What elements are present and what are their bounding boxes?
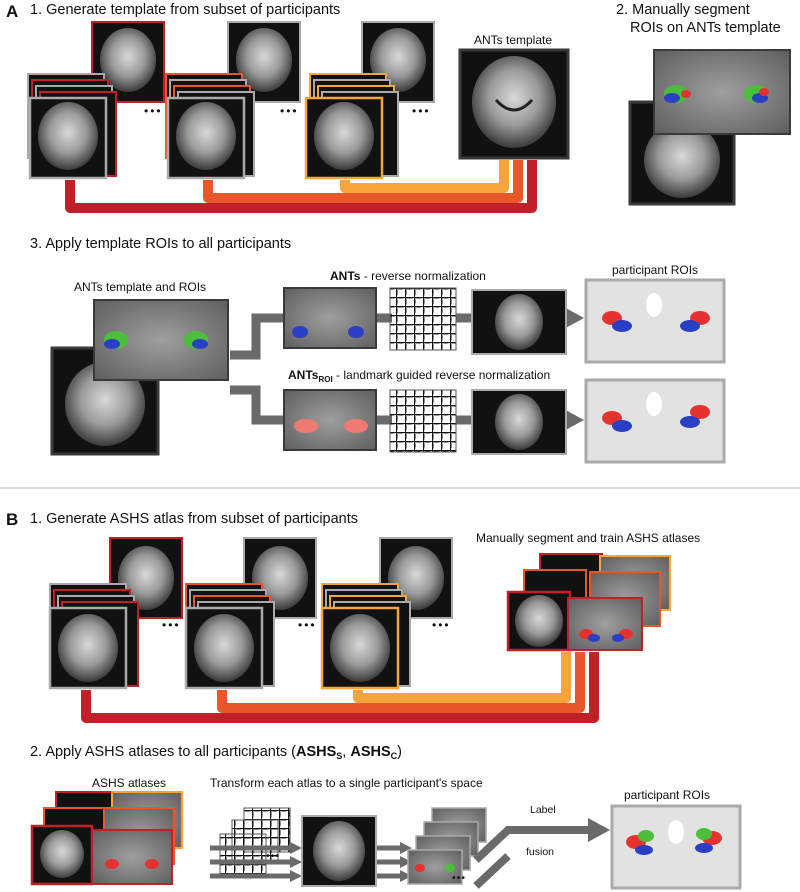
transform-grids: [219, 807, 291, 879]
arrow-head-top: [562, 306, 584, 330]
ants-method-name: ANTs: [330, 269, 361, 283]
section-b-step1-title: 1. Generate ASHS atlas from subset of pa…: [30, 511, 359, 527]
section-a-step1-title: 1. Generate template from subset of part…: [30, 2, 341, 18]
ants-method-label: ANTs - reverse normalization: [330, 269, 486, 283]
ellipsis-b2: •••: [298, 618, 317, 632]
ellipsis-atlases: •••: [452, 872, 467, 884]
section-b-letter: B: [6, 510, 19, 529]
ellipsis-a3: •••: [412, 104, 431, 118]
template-rois-image: [50, 299, 229, 456]
ashs-atlases-small: [30, 791, 183, 886]
stack-1-red: [27, 21, 165, 180]
segmented-template: [628, 49, 791, 206]
antsroi-method-desc: - landmark guided reverse normalization: [332, 368, 551, 382]
ants-row: [283, 287, 567, 355]
b-step2-prefix: 2. Apply ASHS atlases to all participant…: [30, 744, 296, 760]
ants-method-desc: - reverse normalization: [360, 269, 486, 283]
ellipsis-b3: •••: [432, 618, 451, 632]
antsroi-method-label: ANTsROI - landmark guided reverse normal…: [288, 368, 550, 384]
stack-2-orange: [165, 21, 301, 180]
manual-train-label: Manually segment and train ASHS atlases: [476, 531, 701, 545]
participant-rois-b: [610, 804, 742, 890]
participant-rois-a-label: participant ROIs: [612, 263, 699, 277]
ashs-c-sub: C: [390, 751, 398, 761]
fusion-arrow-head: [588, 818, 610, 842]
trained-atlases: [506, 553, 671, 652]
arrow-head-bottom: [562, 408, 584, 432]
participant-rois-a-bottom: [584, 378, 726, 464]
ashs-s-sub: S: [336, 751, 343, 761]
ellipsis-a2: •••: [280, 104, 299, 118]
ellipsis-grid: •••: [266, 850, 281, 862]
section-a-step2-title-line2: ROIs on ANTs template: [630, 20, 781, 36]
flow-lines-a: [65, 160, 537, 213]
ashs-s-name: ASHS: [295, 744, 337, 760]
flow-lines-b: [81, 652, 599, 723]
transform-label: Transform each atlas to a single partici…: [210, 776, 483, 790]
b-step2-sep: ,: [342, 744, 351, 760]
ants-template-label: ANTs template: [474, 33, 553, 47]
participant-rois-b-label: participant ROIs: [624, 788, 711, 802]
b-step2-suffix: ): [397, 744, 402, 760]
stack-b3-light-orange: [320, 537, 453, 690]
stack-b1-red: [48, 537, 183, 690]
ellipsis-a1: •••: [144, 104, 163, 118]
section-a-letter: A: [6, 2, 19, 21]
section-a-step3-title: 3. Apply template ROIs to all participan…: [30, 236, 292, 252]
fusion-text: fusion: [526, 846, 555, 858]
single-participant-image: [301, 815, 377, 887]
antsroi-method-sub: ROI: [318, 375, 333, 384]
stack-b2-orange: [184, 537, 317, 690]
section-a-step2-title-line1: 2. Manually segment: [616, 2, 750, 18]
fusion-lines: [473, 826, 592, 889]
ashs-atlases-label: ASHS atlases: [92, 776, 167, 790]
participant-rois-a-top: [584, 278, 726, 364]
ants-template-rois-label: ANTs template and ROIs: [74, 280, 207, 294]
antsroi-method-name: ANTs: [288, 368, 319, 382]
section-b-step2-title: 2. Apply ASHS atlases to all participant…: [30, 744, 402, 761]
ashs-c-name: ASHS: [350, 744, 391, 760]
stack-3-light-orange: [304, 21, 435, 180]
antsroi-row: [283, 389, 567, 455]
transform-arrows: [210, 842, 412, 882]
ellipsis-b1: •••: [162, 618, 181, 632]
ants-template-image: [458, 48, 570, 160]
label-text: Label: [530, 804, 556, 816]
transformed-atlases: [407, 807, 487, 885]
